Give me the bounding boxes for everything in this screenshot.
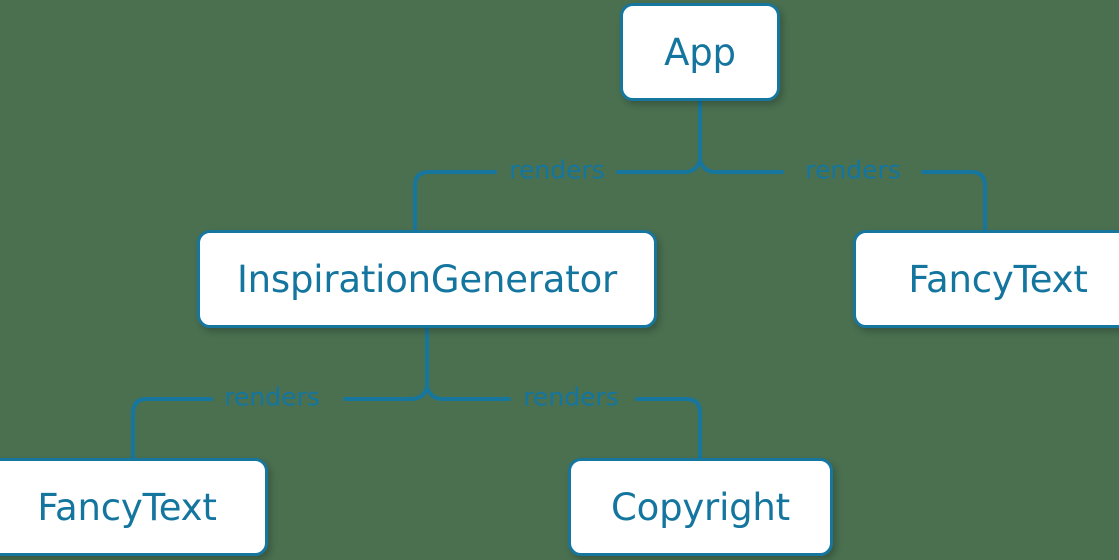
node-copyright-label: Copyright: [611, 485, 790, 529]
edge-inspiration-to-copyright-tail: [635, 397, 702, 460]
node-fancytext-right-label: FancyText: [908, 257, 1088, 301]
node-fancytext-left-label: FancyText: [37, 485, 217, 529]
node-inspiration-generator-label: InspirationGenerator: [236, 257, 618, 301]
node-fancytext-left[interactable]: FancyText: [0, 458, 268, 556]
node-copyright[interactable]: Copyright: [568, 458, 833, 556]
node-app[interactable]: App: [620, 3, 780, 101]
node-fancytext-right[interactable]: FancyText: [853, 230, 1119, 328]
edge-label-inspiration-to-fancytext: renders: [224, 382, 320, 412]
edge-label-inspiration-to-copyright: renders: [523, 382, 619, 412]
edge-inspiration-to-copyright: [425, 385, 511, 401]
node-inspiration-generator[interactable]: InspirationGenerator: [197, 230, 657, 328]
edge-inspiration-to-fancytext-tail: [131, 397, 213, 460]
edge-label-app-to-inspiration: renders: [509, 155, 605, 185]
edge-app-to-fancytext: [698, 158, 784, 174]
edge-app-to-inspiration-tail: [413, 170, 497, 232]
edge-inspiration-to-fancytext: [343, 385, 429, 401]
edge-app-to-inspiration: [616, 158, 702, 174]
edge-app-to-fancytext-tail: [921, 170, 987, 232]
edge-label-app-to-fancytext: renders: [805, 155, 901, 185]
node-app-label: App: [664, 30, 736, 74]
